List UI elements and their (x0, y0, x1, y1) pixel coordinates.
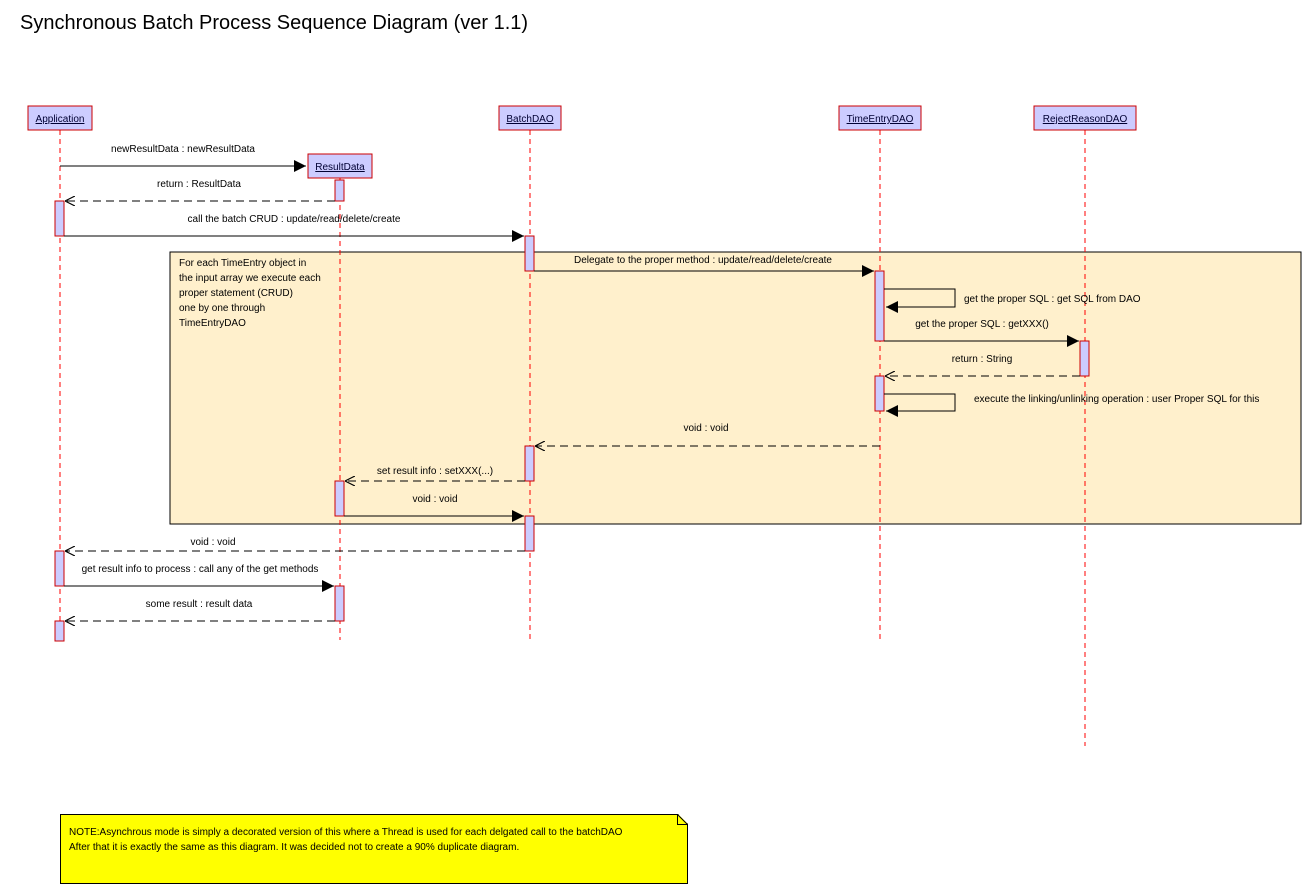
message-label: execute the linking/unlinking operation … (974, 394, 1259, 405)
message-6[interactable]: return : String (885, 354, 1080, 376)
object-label-batchdao: BatchDAO (506, 114, 553, 125)
message-label: get the proper SQL : get SQL from DAO (964, 294, 1141, 305)
message-label: return : ResultData (157, 179, 241, 190)
message-label: get the proper SQL : getXXX() (915, 319, 1049, 330)
message-label: set result info : setXXX(...) (377, 466, 493, 477)
activation-bar (54, 620, 65, 642)
message-3[interactable]: Delegate to the proper method : update/r… (534, 255, 874, 277)
message-4[interactable]: get the proper SQL : get SQL from DAO (884, 288, 1141, 313)
note-line: NOTE:Asynchrous mode is simply a decorat… (69, 827, 623, 838)
note-fold-corner (677, 814, 688, 825)
loop-frame-note: For each TimeEntry object in the input a… (179, 258, 321, 329)
note-line: After that it is exactly the same as thi… (69, 842, 520, 853)
message-5[interactable]: get the proper SQL : getXXX() (884, 319, 1079, 347)
activation-bar (54, 550, 65, 587)
message-label: Delegate to the proper method : update/r… (574, 255, 832, 266)
message-label: get result info to process : call any of… (82, 564, 319, 575)
message-1[interactable]: return : ResultData (65, 179, 335, 201)
object-label-resultdata: ResultData (315, 162, 365, 173)
message-8[interactable]: void : void (535, 423, 880, 446)
message-11[interactable]: void : void (65, 537, 525, 551)
message-label: return : String (952, 354, 1013, 365)
message-label: void : void (412, 494, 457, 505)
diagram-title: Synchronous Batch Process Sequence Diagr… (20, 12, 529, 34)
activation-bar (1079, 340, 1090, 377)
message-9[interactable]: set result info : setXXX(...) (345, 466, 525, 481)
object-timeentrydao[interactable]: TimeEntryDAO (838, 105, 922, 131)
note-box (60, 814, 688, 884)
activation-bar (524, 235, 535, 272)
activation-bar (874, 270, 885, 342)
object-resultdata[interactable]: ResultData (307, 153, 373, 179)
message-10[interactable]: void : void (344, 494, 524, 522)
object-label-application: Application (36, 114, 85, 125)
message-label: call the batch CRUD : update/read/delete… (188, 214, 401, 225)
object-label-timeentrydao: TimeEntryDAO (847, 114, 914, 125)
message-label: void : void (683, 423, 728, 434)
message-7[interactable]: execute the linking/unlinking operation … (884, 393, 1259, 417)
message-12[interactable]: get result info to process : call any of… (64, 564, 334, 592)
message-label: newResultData : newResultData (111, 144, 255, 155)
message-13[interactable]: some result : result data (65, 599, 335, 621)
activation-bar (524, 445, 535, 482)
object-label-rejectreasondao: RejectReasonDAO (1043, 114, 1128, 125)
activation-bar (334, 179, 345, 202)
object-rejectreasondao[interactable]: RejectReasonDAO (1033, 105, 1137, 131)
message-label: some result : result data (146, 599, 253, 610)
message-0[interactable]: newResultData : newResultData (60, 144, 306, 172)
activation-bar (334, 480, 345, 517)
object-application[interactable]: Application (27, 105, 93, 131)
activation-bar (524, 515, 535, 552)
object-batchdao[interactable]: BatchDAO (498, 105, 562, 131)
loop-frame (169, 251, 1302, 525)
message-label: void : void (190, 537, 235, 548)
activation-bar (334, 585, 345, 622)
activation-bar (874, 375, 885, 412)
message-2[interactable]: call the batch CRUD : update/read/delete… (64, 214, 524, 242)
activation-bar (54, 200, 65, 237)
note-text: NOTE:Asynchrous mode is simply a decorat… (69, 825, 689, 855)
